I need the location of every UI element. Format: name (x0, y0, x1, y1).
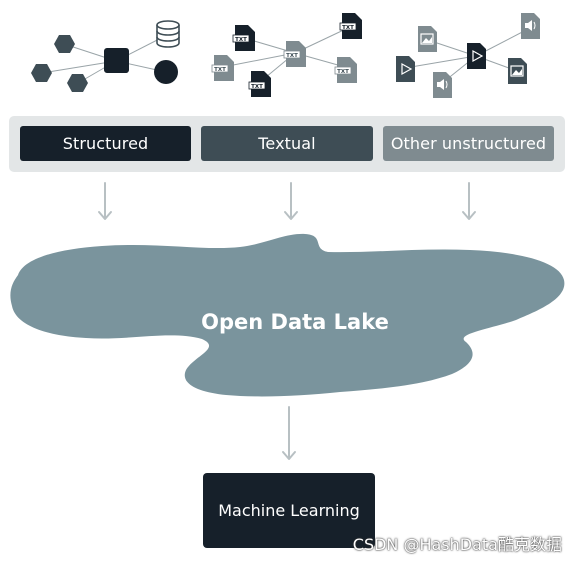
txt-file-icon: TXT (211, 55, 234, 81)
image-file-icon (418, 26, 437, 52)
audio-file-icon (521, 13, 540, 39)
txt-file-icon: TXT (248, 71, 271, 97)
source-icons-layer: TXT TXT TXT TXT TXT TXT (31, 13, 540, 98)
image-file-icon (508, 58, 527, 84)
txt-file-icon: TXT (283, 41, 306, 67)
txt-tag: TXT (342, 25, 354, 31)
structured-source-box: Structured (20, 126, 191, 161)
square-node-icon (104, 48, 129, 73)
data-lake-label: Open Data Lake (201, 310, 389, 334)
txt-file-icon: TXT (339, 13, 362, 39)
audio-file-icon (433, 72, 452, 98)
other-unstructured-source-box: Other unstructured (383, 126, 554, 161)
structured-graph (31, 20, 180, 92)
down-arrow-icon (282, 406, 296, 460)
txt-tag: TXT (214, 67, 226, 73)
hexagon-icon (31, 64, 52, 82)
hexagon-icon (54, 35, 75, 53)
textual-source-box: Textual (201, 126, 373, 161)
watermark: CSDN @HashData酷克数据 (352, 535, 562, 554)
txt-file-icon: TXT (232, 25, 255, 51)
down-arrow-icon (462, 182, 476, 220)
textual-graph: TXT TXT TXT TXT TXT TXT (211, 13, 362, 97)
down-arrow-icon (98, 182, 112, 220)
video-file-icon (396, 56, 415, 82)
txt-file-icon: TXT (334, 57, 357, 83)
video-file-icon (467, 43, 486, 69)
machine-learning-box: Machine Learning (203, 473, 375, 548)
hexagon-icon (67, 74, 88, 92)
txt-tag: TXT (235, 37, 247, 43)
txt-tag: TXT (286, 53, 298, 59)
txt-tag: TXT (337, 69, 349, 75)
other-graph (396, 13, 540, 98)
down-arrow-icon (284, 182, 298, 220)
txt-tag: TXT (251, 84, 263, 90)
database-icon (156, 20, 180, 48)
circle-node-icon (154, 60, 178, 84)
